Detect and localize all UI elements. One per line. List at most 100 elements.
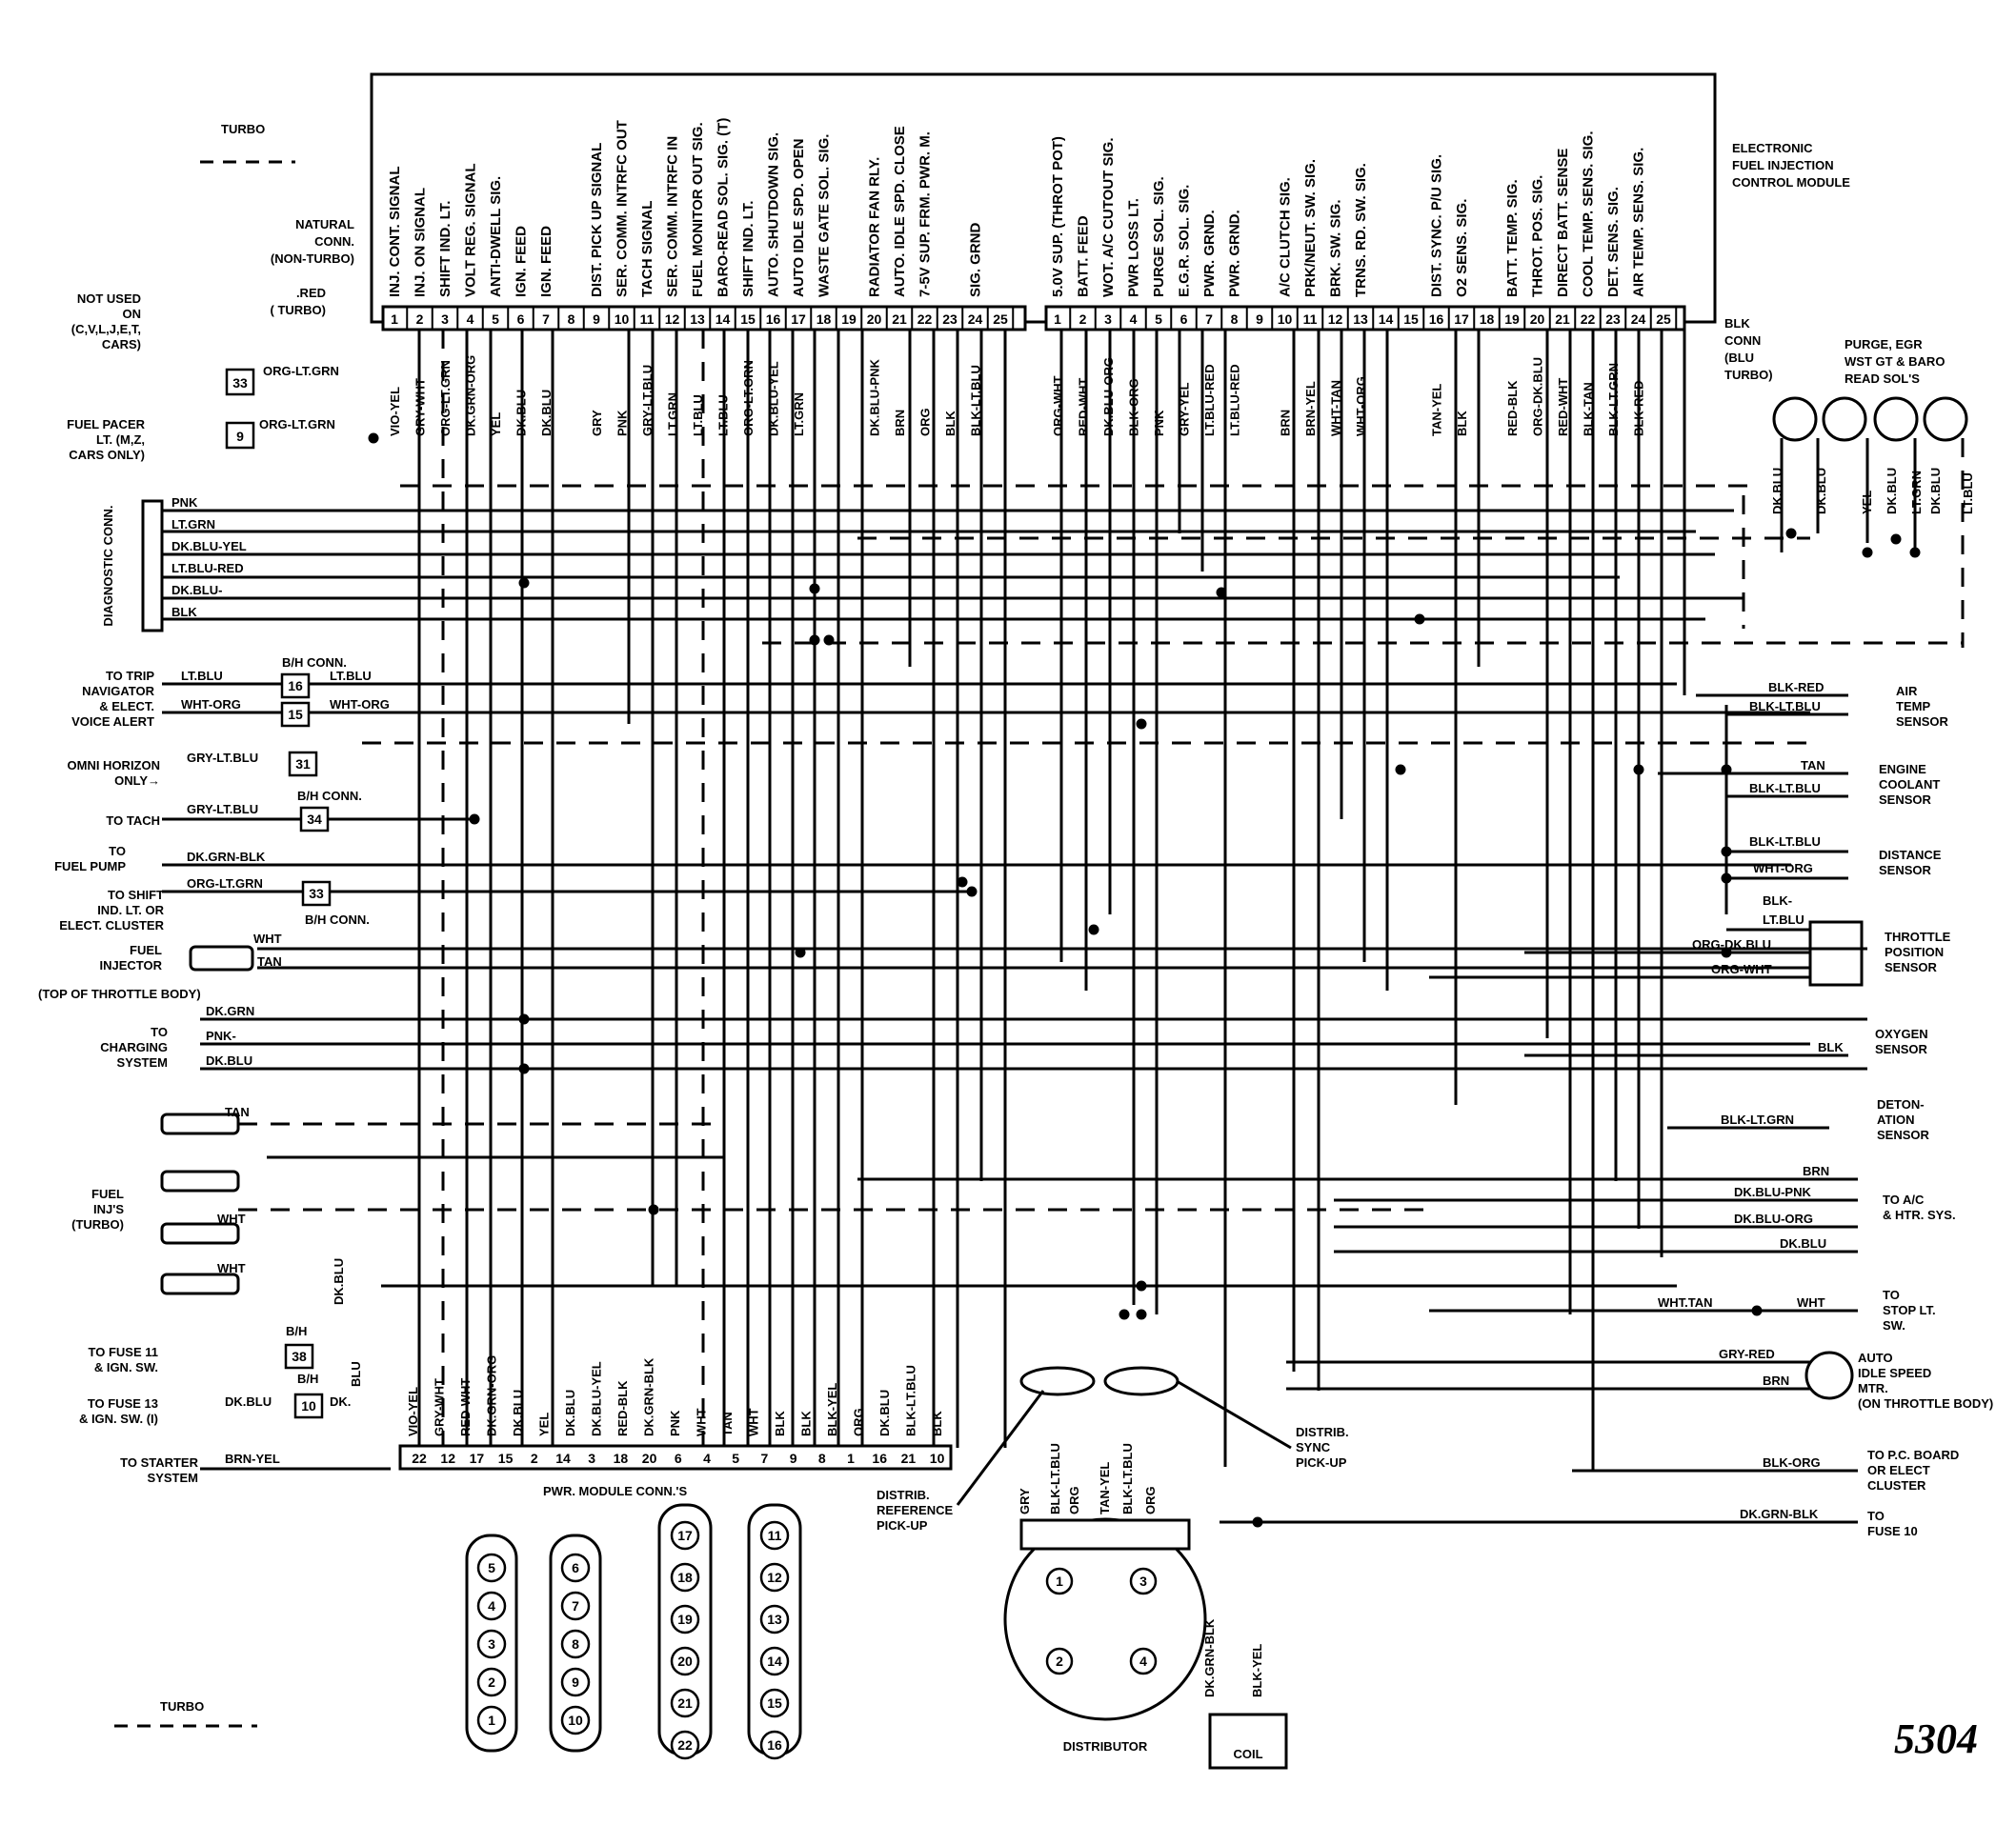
- right_connector-signal: BATT. FEED: [1076, 215, 1092, 297]
- junction-dot: [1136, 718, 1147, 730]
- left_connector-wire-color: ORG-LT.GRN: [741, 360, 756, 436]
- left_connector-pin: 25: [993, 311, 1008, 327]
- right_connector-pin: 7: [1205, 311, 1213, 327]
- right_connector-signal: BATT. TEMP. SIG.: [1504, 179, 1521, 297]
- pwr-conn-c-pin-circle: [670, 1688, 700, 1718]
- left_connector-wire-color: PNK: [615, 410, 630, 436]
- wire-dk-grn-blk: DK.GRN-BLK: [1740, 1507, 1819, 1521]
- junction-dot: [1785, 528, 1797, 539]
- right_connector-pin: 11: [1303, 311, 1318, 327]
- right_connector-signal: DET. SENS. SIG.: [1605, 187, 1622, 297]
- left_connector-wire-color: ORG-LT.GRN: [438, 360, 453, 436]
- pwr-conn-a-pin: 4: [488, 1598, 495, 1614]
- conn-15: 15: [288, 707, 303, 722]
- wire-tan: TAN: [225, 1105, 250, 1119]
- pwr-module-wire-color: GRY-WHT: [433, 1378, 447, 1436]
- solenoid-wire-color: YEL: [1860, 491, 1874, 514]
- coil-wire-color: BLK-YEL: [1250, 1644, 1264, 1697]
- pwr-conn-c-pin: 21: [677, 1695, 693, 1711]
- pwr-module-wire-color: DK.BLU: [511, 1390, 525, 1436]
- right_connector-wire-color: BLK-RED: [1632, 381, 1646, 437]
- right_connector-pin: 17: [1454, 311, 1469, 327]
- wire-blk-org: BLK-ORG: [1763, 1455, 1821, 1470]
- distributor-terminal-circle: [1045, 1647, 1074, 1675]
- ref-leader: [956, 1390, 1045, 1506]
- pwr-conn-a-pin: 5: [488, 1560, 495, 1575]
- not-used-label: NOT USED: [77, 291, 141, 306]
- right_connector-signal: PWR. GRND.: [1227, 210, 1243, 297]
- solenoid-wire-color: LT.BLU: [1961, 472, 1975, 514]
- left_connector-pin: 19: [841, 311, 857, 327]
- left_connector-wire-color: DK.BLU: [514, 390, 529, 436]
- pwr-conn-b-pin-circle: [560, 1629, 591, 1659]
- wire-wht: WHT: [217, 1212, 246, 1226]
- wire-wht-org: WHT-ORG: [330, 697, 390, 712]
- junction-dot: [1395, 764, 1406, 775]
- pwr-conn-c-pin-circle: [670, 1520, 700, 1551]
- right_connector-signal: O2 SENS. SIG.: [1454, 199, 1470, 297]
- detonation-label: ATION: [1877, 1113, 1914, 1127]
- distributor-terminal-circle: [1129, 1647, 1158, 1675]
- right_connector-pin: 16: [1429, 311, 1444, 327]
- wire-lt-blu: LT.BLU: [1763, 912, 1804, 927]
- conn-10-box: [293, 1393, 324, 1419]
- left_connector-signal: INJ. ON SIGNAL: [413, 188, 429, 297]
- left_connector-wire-color: DK.GRN-ORG: [464, 355, 478, 436]
- conn-33-box: [225, 368, 255, 396]
- wire-blk-lt-blu: BLK-LT.BLU: [1749, 699, 1821, 713]
- right_connector-pin: 24: [1631, 311, 1646, 327]
- distributor-wire-color: TAN-YEL: [1098, 1462, 1112, 1514]
- left_connector-pin: 12: [665, 311, 680, 327]
- purge-label: PURGE, EGR: [1845, 337, 1923, 351]
- fuel-pacer-label: CARS ONLY): [69, 448, 145, 462]
- right_connector-wire-color: BLK-ORG: [1127, 378, 1141, 436]
- distributor-wire-color: ORG: [1067, 1486, 1081, 1514]
- wire-gry-lt-blu: GRY-LT.BLU: [187, 802, 258, 816]
- solenoid-2: [1822, 396, 1867, 442]
- purge-label: WST GT & BARO: [1845, 354, 1945, 369]
- solenoid-1: [1772, 396, 1818, 442]
- pwr-module-wire-color: VIO-YEL: [406, 1387, 420, 1436]
- right_connector-signal: AIR TEMP. SENS. SIG.: [1631, 148, 1647, 297]
- left_connector-signal: FUEL MONITOR OUT SIG.: [690, 122, 706, 297]
- pwr-module-wire-color: ORG: [852, 1408, 866, 1436]
- wire-dk-blu: DK.BLU: [1780, 1236, 1826, 1251]
- fuel-pump-label: FUEL PUMP: [54, 859, 126, 873]
- wire-pnk: PNK-: [206, 1029, 236, 1043]
- wire-dk-blu: DK.BLU: [332, 1258, 346, 1305]
- right_connector-wire-color: RED-BLK: [1505, 380, 1520, 436]
- pwr-conn-d-pin-circle: [759, 1646, 790, 1676]
- fuse10-label: TO: [1867, 1509, 1885, 1523]
- distributor-terminal-circle: [1045, 1567, 1074, 1595]
- left_connector-signal: IGN. FEED: [514, 226, 530, 297]
- ecm-module-box: [370, 72, 1717, 324]
- junction-dot: [469, 813, 480, 825]
- engine-coolant-label: COOLANT: [1879, 777, 1940, 792]
- wire-blk-lt-blu: BLK-LT.BLU: [1749, 834, 1821, 849]
- conn-15-box: [280, 701, 311, 728]
- wire-org-dk-blu: ORG-DK.BLU: [1692, 937, 1771, 952]
- distributor-top: [1019, 1518, 1191, 1551]
- coil-box: [1208, 1713, 1288, 1770]
- red-turbo-label: .RED: [296, 286, 326, 300]
- fuse11-label: TO FUSE 11: [89, 1345, 158, 1359]
- distance-label: DISTANCE: [1879, 848, 1942, 862]
- pwr-module-pin: 7: [761, 1451, 769, 1466]
- not-used-label: ON: [123, 307, 142, 321]
- diag-wire-color: DK.BLU-: [171, 583, 222, 597]
- sync-pickup-ring: [1103, 1366, 1179, 1396]
- right_connector-wire-color: BLK: [1455, 411, 1469, 436]
- figure-number: 5304: [1894, 1715, 1978, 1762]
- right_connector-wire-color: RED-WHT: [1077, 378, 1091, 436]
- to-tach-label: TO TACH: [106, 813, 160, 828]
- wire-dk-blu: DK.BLU: [206, 1053, 252, 1068]
- pwr-conn-a-pin: 1: [488, 1713, 495, 1728]
- left_connector-signal: AUTO. SHUTDOWN SIG.: [766, 132, 782, 297]
- junction-dot: [795, 947, 806, 958]
- left_connector-wire-color: DK.BLU: [539, 390, 554, 436]
- conn-33b-box: [301, 880, 332, 907]
- right_connector-signal: A/C CLUTCH SIG.: [1278, 177, 1294, 297]
- module-title: CONTROL MODULE: [1732, 175, 1850, 190]
- junction-dot: [1414, 613, 1425, 625]
- pwr-module-pin: 15: [498, 1451, 514, 1466]
